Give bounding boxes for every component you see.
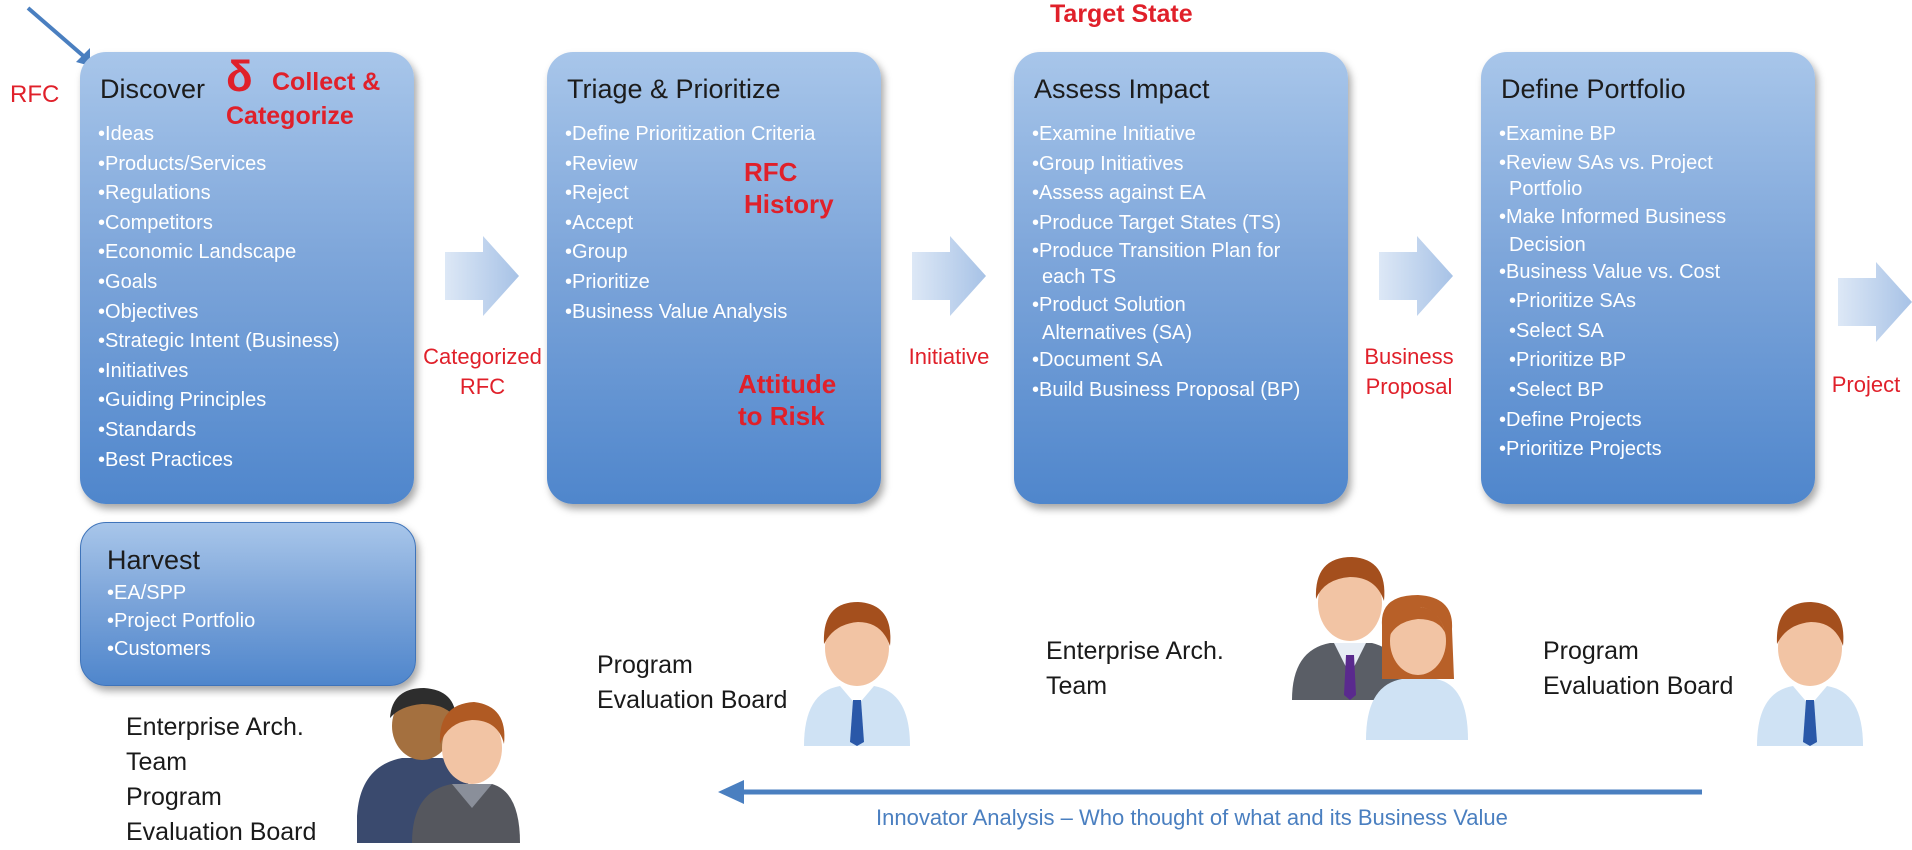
- list-item: •Prioritize: [565, 270, 650, 293]
- initiative-label: Initiative: [908, 344, 990, 369]
- rfc-entry-arrow-icon: [26, 6, 90, 66]
- list-item: •Select BP: [1509, 378, 1604, 401]
- list-item: each TS: [1042, 266, 1117, 289]
- list-item: •Goals: [98, 270, 158, 293]
- list-item: •Regulations: [98, 182, 211, 205]
- assess-box: Assess Impact •Examine Initiative •Group…: [1014, 52, 1348, 504]
- ea-team-label: Enterprise Arch. Team: [1046, 637, 1224, 700]
- program-board-label-2: Program Evaluation Board: [1543, 637, 1734, 700]
- discover-title: Discover: [100, 74, 206, 104]
- list-item: •Examine Initiative: [1032, 123, 1196, 145]
- list-item: Decision: [1509, 233, 1586, 256]
- flow-arrow-1-icon: [445, 236, 519, 316]
- discover-list: •Ideas •Products/Services •Regulations •…: [98, 120, 340, 475]
- list-item: •Examine BP: [1499, 123, 1617, 145]
- left-actor-labels: Enterprise Arch. Team Program Evaluation…: [126, 713, 317, 846]
- list-item: •Business Value vs. Cost: [1499, 260, 1721, 283]
- assess-title: Assess Impact: [1034, 74, 1210, 104]
- triage-list: •Define Prioritization Criteria •Review …: [565, 120, 815, 327]
- program-board-person-icon: [804, 602, 910, 746]
- list-item: Portfolio: [1509, 177, 1583, 200]
- list-item: •Define Projects: [1499, 408, 1642, 431]
- rfc-label: RFC: [10, 81, 60, 108]
- list-item: •Objectives: [98, 300, 199, 323]
- ea-team-people-icon: [1292, 557, 1468, 740]
- list-item: •Prioritize BP: [1509, 349, 1627, 372]
- list-item: •Guiding Principles: [98, 389, 267, 412]
- list-item: •Make Informed Business: [1499, 205, 1727, 228]
- list-item: •Assess against EA: [1032, 182, 1206, 205]
- list-item: •Group: [565, 241, 628, 264]
- list-item: •Define Prioritization Criteria: [565, 123, 816, 145]
- list-item: Alternatives (SA): [1042, 322, 1193, 345]
- list-item: •Strategic Intent (Business): [98, 330, 340, 353]
- list-item: •EA/SPP: [107, 582, 187, 604]
- program-board-person-2-icon: [1757, 602, 1863, 746]
- portfolio-list: •Examine BP •Review SAs vs. Project Port…: [1499, 120, 1726, 465]
- list-item: •Prioritize SAs: [1509, 290, 1637, 313]
- target-state-title: Target State: [1050, 0, 1193, 28]
- list-item: •Group Initiatives: [1032, 152, 1184, 175]
- project-label: Project: [1831, 372, 1901, 397]
- assess-list: •Examine Initiative •Group Initiatives •…: [1032, 120, 1300, 406]
- list-item: •Accept: [565, 211, 634, 234]
- portfolio-title: Define Portfolio: [1501, 74, 1686, 104]
- list-item: •Best Practices: [98, 448, 233, 471]
- innovator-arrow-icon: [718, 780, 1702, 804]
- list-item: •Customers: [107, 638, 211, 660]
- list-item: •Review: [565, 152, 638, 175]
- innovator-analysis-label: Innovator Analysis – Who thought of what…: [876, 805, 1508, 830]
- list-item: •Produce Target States (TS): [1032, 211, 1281, 234]
- triage-title: Triage & Prioritize: [567, 74, 781, 104]
- list-item: •Economic Landscape: [98, 241, 297, 264]
- portfolio-box: Define Portfolio •Examine BP •Review SAs…: [1481, 52, 1815, 504]
- list-item: •Products/Services: [98, 152, 267, 175]
- list-item: •Review SAs vs. Project: [1499, 151, 1713, 174]
- harvest-box: Harvest •EA/SPP •Project Portfolio •Cust…: [80, 522, 416, 686]
- list-item: •Reject: [565, 182, 629, 205]
- list-item: •Ideas: [98, 123, 154, 145]
- list-item: •Project Portfolio: [107, 610, 256, 632]
- list-item: •Build Business Proposal (BP): [1032, 378, 1301, 401]
- harvest-list: •EA/SPP •Project Portfolio •Customers: [107, 579, 255, 663]
- list-item: •Prioritize Projects: [1499, 438, 1662, 461]
- list-item: •Product Solution: [1032, 294, 1186, 317]
- program-board-label-1: Program Evaluation Board: [597, 651, 788, 714]
- harvest-title: Harvest: [107, 545, 201, 575]
- team-people-icon: [357, 688, 520, 843]
- list-item: •Standards: [98, 418, 197, 441]
- list-item: •Select SA: [1509, 319, 1604, 342]
- list-item: •Competitors: [98, 211, 213, 234]
- flow-arrow-4-icon: [1838, 262, 1912, 342]
- flow-arrow-3-icon: [1379, 236, 1453, 316]
- flow-arrow-2-icon: [912, 236, 986, 316]
- discover-box: Discover •Ideas •Products/Services •Regu…: [80, 52, 414, 504]
- collect-label-1: Collect &: [272, 68, 381, 96]
- collect-label-2: Categorize: [226, 102, 354, 130]
- list-item: •Initiatives: [98, 359, 189, 382]
- list-item: •Business Value Analysis: [565, 300, 788, 323]
- delta-symbol: δ: [226, 52, 253, 101]
- list-item: •Document SA: [1032, 349, 1163, 372]
- triage-box: Triage & Prioritize •Define Prioritizati…: [547, 52, 881, 504]
- list-item: •Produce Transition Plan for: [1032, 240, 1281, 263]
